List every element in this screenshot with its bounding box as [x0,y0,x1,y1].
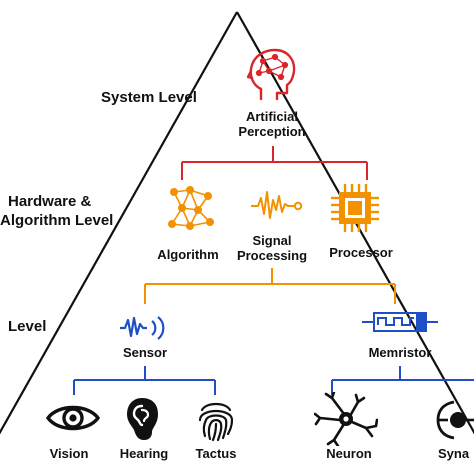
red-bracket [181,146,368,180]
signal-processing-line1: Signal [252,233,292,248]
fingerprint-icon [198,402,234,442]
artificial-perception-label: Artificial Perception [238,109,306,140]
vision-label: Vision [49,446,89,461]
network-graph-icon [167,186,214,230]
pyramid-right-edge [236,11,474,435]
algorithm-label: Algorithm [157,247,219,262]
signal-processing-label: Signal Processing [236,233,308,264]
artificial-perception-line1: Artificial [245,109,298,124]
hardware-level-label-line1: Hardware & [8,193,92,210]
memristor-icon [362,312,438,332]
waveform-icon [251,191,303,219]
hardware-level-label-line2: Algorithm Level [0,212,114,229]
eye-icon [46,405,100,431]
hearing-label: Hearing [119,446,169,461]
device-level-label: Level [8,318,47,335]
brain-head-icon [247,48,296,101]
neuron-label: Neuron [326,446,372,461]
artificial-perception-line2: Perception [238,123,306,139]
sensor-label: Sensor [122,345,168,360]
neuron-icon [314,392,378,446]
synapse-icon [436,400,474,440]
orange-bracket [144,268,396,304]
memristor-label: Memristor [368,345,432,360]
sensor-wave-icon [120,316,165,340]
blue-bracket-left [73,366,216,395]
processor-label: Processor [329,245,393,260]
synapse-label: Syna [438,446,470,461]
ear-icon [127,398,158,440]
signal-processing-line2: Processing [236,247,308,263]
pyramid-left-edge [0,11,238,435]
system-level-label: System Level [101,89,197,106]
tactus-label: Tactus [195,446,237,461]
blue-bracket-right [331,366,474,395]
chip-icon [331,184,379,232]
